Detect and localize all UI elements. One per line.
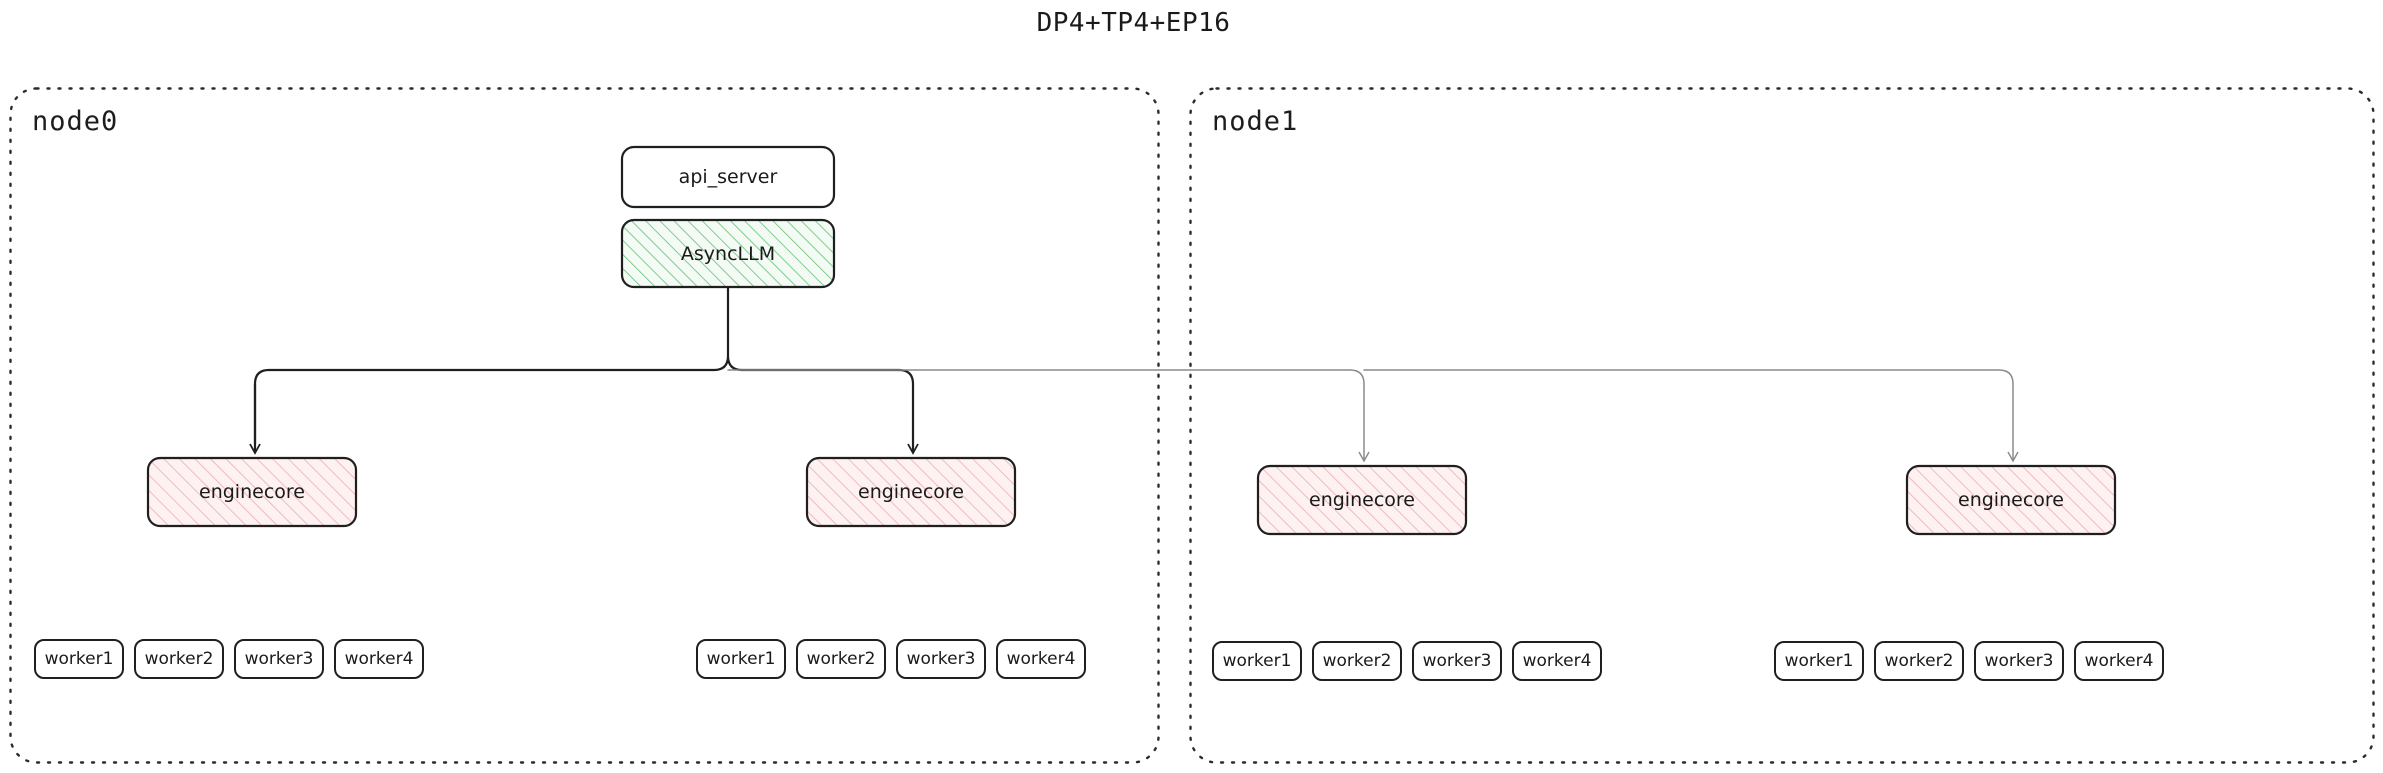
node-container-node1 (1189, 87, 2375, 764)
connector-bus-dark (253, 354, 915, 446)
worker-box[interactable] (1212, 641, 1302, 681)
enginecore-box[interactable] (1905, 464, 2117, 536)
worker-box[interactable] (234, 639, 324, 679)
worker-box[interactable] (2074, 641, 2164, 681)
worker-box[interactable] (134, 639, 224, 679)
node-label-node1: node1 (1212, 106, 1299, 137)
worker-box[interactable] (996, 639, 1086, 679)
connector-bus-light (727, 369, 2014, 385)
worker-box[interactable] (896, 639, 986, 679)
enginecore-box[interactable] (1256, 464, 1468, 536)
worker-box[interactable] (1974, 641, 2064, 681)
node-label-node0: node0 (32, 106, 119, 137)
worker-box[interactable] (1512, 641, 1602, 681)
enginecore-box[interactable] (146, 456, 358, 528)
worker-box[interactable] (1774, 641, 1864, 681)
node-container-node0 (9, 87, 1160, 764)
worker-box[interactable] (34, 639, 124, 679)
enginecore-box[interactable] (805, 456, 1017, 528)
worker-box[interactable] (1412, 641, 1502, 681)
async-llm-box[interactable] (620, 218, 836, 289)
worker-box[interactable] (334, 639, 424, 679)
worker-box[interactable] (696, 639, 786, 679)
diagram-title: DP4+TP4+EP16 (1036, 8, 1231, 38)
worker-box[interactable] (796, 639, 886, 679)
api-server-box[interactable] (620, 145, 836, 209)
worker-box[interactable] (1874, 641, 1964, 681)
worker-box[interactable] (1312, 641, 1402, 681)
